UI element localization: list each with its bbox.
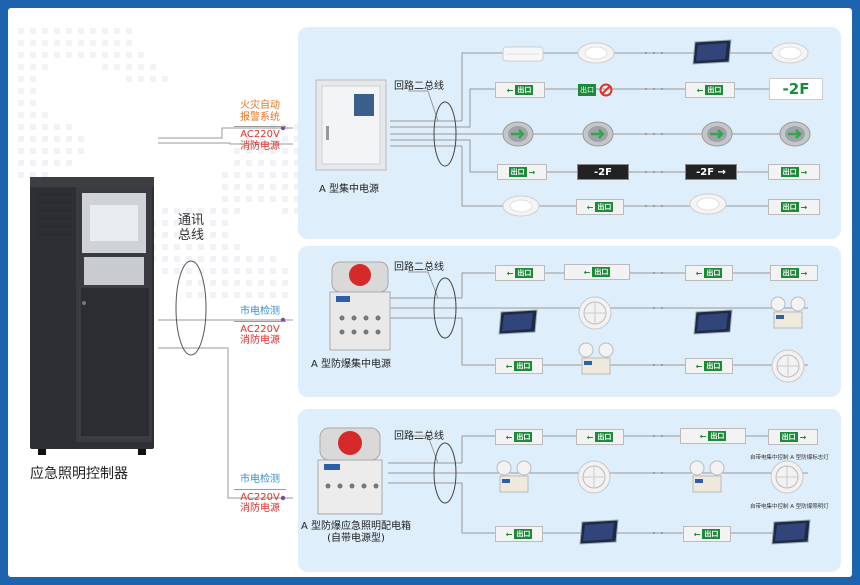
floodlight-icon xyxy=(689,38,735,68)
twin-head-emergency-light-icon xyxy=(494,458,534,496)
panel3-loop-label: 回路二总线 xyxy=(394,431,444,442)
panel1-loop-label: 回路二总线 xyxy=(394,81,444,92)
downlight-icon xyxy=(770,40,810,66)
exit-sign-icon: 出口→ xyxy=(770,265,818,281)
directional-ground-light-icon xyxy=(778,120,812,148)
a-explosion-proof-central-power xyxy=(329,261,391,351)
no-entry-sign-icon: 出口 xyxy=(578,81,630,99)
exit-sign-icon: ←出口 xyxy=(495,429,543,445)
exit-sign-icon: ←出口 xyxy=(495,526,543,542)
exit-sign-icon: ←出口 xyxy=(495,82,545,98)
input-label-mains-detect-1: 市电检测 AC220V 消防电源 xyxy=(234,306,286,347)
exit-sign-icon: 出口→ xyxy=(768,199,820,215)
exit-sign-icon: ←出口 xyxy=(685,358,733,374)
exit-sign-icon: 出口→ xyxy=(768,164,820,180)
exit-sign-icon: ←出口 xyxy=(576,429,624,445)
input-label-mains-detect-2: 市电检测 AC220V 消防电源 xyxy=(234,474,286,515)
explosion-proof-lamp-icon xyxy=(576,459,612,495)
ceiling-light-icon xyxy=(499,43,547,65)
directional-ground-light-icon xyxy=(581,120,615,148)
diagram-canvas: 应急照明控制器 通讯总线 火灾自动 报警系统 AC220V 消防电源 市电检测 … xyxy=(8,8,852,577)
panel1-device-label: A 型集中电源 xyxy=(319,184,380,195)
exit-sign-icon: ←出口 xyxy=(680,428,746,444)
twin-head-emergency-light-icon xyxy=(576,340,616,378)
exit-sign-icon: ←出口 xyxy=(683,526,731,542)
exit-sign-icon: ←出口 xyxy=(685,265,733,281)
explosion-proof-lamp-icon xyxy=(577,295,613,331)
wiring-lines xyxy=(158,52,808,534)
floodlight-icon xyxy=(768,518,814,548)
downlight-icon xyxy=(501,193,541,219)
panel3-device-label: A 型防爆应急照明配电箱 (自带电源型) xyxy=(300,521,412,544)
a-central-power-cabinet xyxy=(315,79,387,171)
downlight-icon xyxy=(688,191,728,217)
floor-sign-icon: -2F → xyxy=(685,164,737,180)
floor-sign-icon: -2F xyxy=(577,164,629,180)
exit-sign-icon: 出口→ xyxy=(768,429,818,445)
twin-head-emergency-light-icon xyxy=(768,294,808,332)
floodlight-icon xyxy=(576,518,622,548)
emergency-lighting-controller-cabinet xyxy=(30,177,154,455)
floodlight-icon xyxy=(690,308,736,338)
twin-head-emergency-light-icon xyxy=(687,458,727,496)
downlight-icon xyxy=(576,40,616,66)
explosion-proof-lamp-icon xyxy=(770,348,806,384)
comm-bus-label: 通讯总线 xyxy=(177,213,204,243)
input-label-fire-alarm: 火灾自动 报警系统 AC220V 消防电源 xyxy=(234,100,286,152)
panel-a-central-power xyxy=(298,27,841,239)
explosion-proof-lamp-icon xyxy=(769,459,805,495)
exit-sign-icon: ←出口 xyxy=(495,358,543,374)
a-explosion-proof-distribution-box xyxy=(317,427,383,515)
panel2-loop-label: 回路二总线 xyxy=(394,262,444,273)
floor-sign-icon: -2F xyxy=(769,78,823,100)
floodlight-icon xyxy=(495,308,541,338)
exit-sign-icon: ←出口 xyxy=(576,199,624,215)
exit-sign-icon: ←出口 xyxy=(564,264,630,280)
panel2-device-label: A 型防爆集中电源 xyxy=(311,359,392,370)
panel3-side-note-lamp: 自带电集中控制 A 型防爆照明灯 xyxy=(750,504,829,510)
exit-sign-icon: ←出口 xyxy=(685,82,735,98)
exit-sign-icon: ←出口 xyxy=(495,265,545,281)
directional-ground-light-icon xyxy=(501,120,535,148)
controller-label: 应急照明控制器 xyxy=(30,466,128,482)
directional-ground-light-icon xyxy=(700,120,734,148)
exit-sign-icon: 出口→ xyxy=(497,164,547,180)
panel3-side-note-sign: 自带电集中控制 A 型防爆标志灯 xyxy=(750,455,829,461)
